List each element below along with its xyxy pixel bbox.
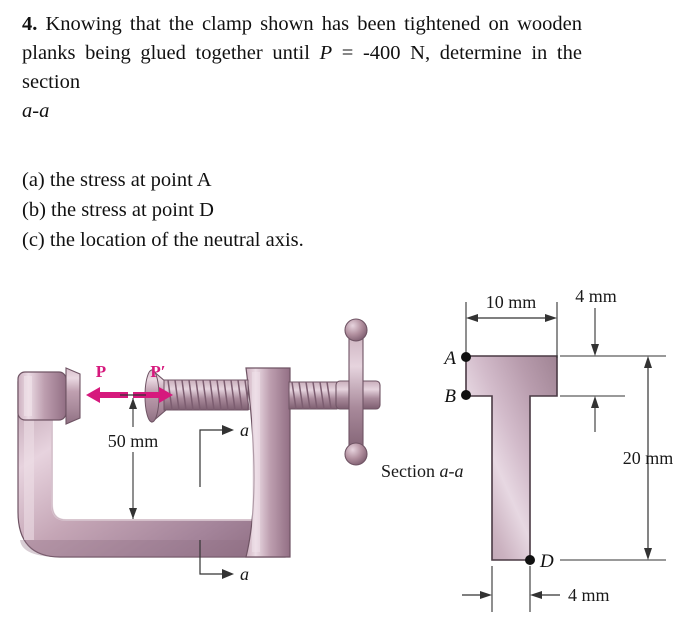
total-height-dimension: 20 mm xyxy=(560,356,674,561)
symbol-P: P xyxy=(319,42,333,65)
c-clamp-illustration: P P′ 50 mm a a xyxy=(17,318,381,584)
handle-ball-top xyxy=(344,318,368,342)
web-thickness-dimension: 4 mm xyxy=(462,566,610,612)
section-cut-bottom-label: a xyxy=(240,564,249,584)
flange-width-label: 10 mm xyxy=(486,292,537,312)
clamp-post-shine xyxy=(252,372,260,552)
subquestion-a: (a) the stress at point A xyxy=(22,165,542,195)
section-cut-top-leader xyxy=(199,429,222,487)
flange-thickness-dimension: 4 mm xyxy=(560,286,666,432)
subquestion-b: (b) the stress at point D xyxy=(22,195,542,225)
web-arrow-right xyxy=(530,591,542,599)
throat-arrowhead-down xyxy=(129,508,137,519)
point-markers: A B D xyxy=(442,348,554,572)
anvil-shine xyxy=(24,376,32,416)
clamp-bottom-shadow xyxy=(20,540,284,557)
force-label-P-prime: P′ xyxy=(150,362,165,381)
force-label-P: P xyxy=(96,362,106,381)
total-height-label: 20 mm xyxy=(623,448,674,468)
problem-number: 4. xyxy=(22,13,38,35)
subquestion-a-text: the stress at point A xyxy=(49,169,212,191)
clamp-fixed-anvil xyxy=(17,367,81,425)
section-cut-top-label: a xyxy=(240,420,249,440)
flange-thickness-arrow-up xyxy=(591,396,599,408)
subquestion-b-text: the stress at point D xyxy=(51,199,214,222)
clamp-screw-thread-right xyxy=(288,381,338,410)
clamp-inner-highlight xyxy=(51,382,285,521)
problem-statement-block: 4. Knowing that the clamp shown has been… xyxy=(22,10,582,126)
point-marker-B xyxy=(461,390,471,400)
subquestion-b-tag: (b) xyxy=(22,199,46,222)
flange-width-arrow-right xyxy=(545,314,557,322)
flange-thickness-label: 4 mm xyxy=(575,286,617,306)
subquestion-c-text: the location of the neutral axis. xyxy=(49,229,304,252)
handle-ball-bottom xyxy=(344,442,368,466)
clamp-screw-thread-left xyxy=(163,379,250,411)
section-cut-bottom-leader xyxy=(199,540,222,575)
web-arrow-left xyxy=(480,591,492,599)
figure-area: P P′ 50 mm a a xyxy=(0,272,694,625)
section-caption-text: Section xyxy=(381,461,440,481)
throat-dimension-label: 50 mm xyxy=(108,431,159,451)
subquestion-c-tag: (c) xyxy=(22,229,45,252)
force-arrows: P P′ xyxy=(86,362,173,403)
t-section-shape xyxy=(465,355,558,561)
section-cut-bottom-arrow xyxy=(222,569,234,579)
clamp-screw-post xyxy=(245,367,291,558)
point-marker-A xyxy=(461,352,471,362)
point-label-A: A xyxy=(442,348,456,369)
subquestion-a-tag: (a) xyxy=(22,169,45,191)
problem-statement-text-part1: Knowing that the clamp shown has been ti… xyxy=(22,13,582,65)
web-thickness-label: 4 mm xyxy=(568,585,610,605)
t-section-illustration: 10 mm 4 mm 20 mm xyxy=(381,286,673,612)
total-height-arrow-bottom xyxy=(644,548,652,560)
subquestion-c: (c) the location of the neutral axis. xyxy=(22,225,542,255)
section-caption: Section a-a xyxy=(381,461,464,481)
force-arrow-P-prime xyxy=(133,387,173,403)
problem-statement-paragraph: 4. Knowing that the clamp shown has been… xyxy=(22,10,582,126)
subquestion-list: (a) the stress at point A (b) the stress… xyxy=(22,165,542,255)
flange-thickness-arrow xyxy=(591,344,599,356)
point-marker-D xyxy=(525,555,535,565)
flange-width-arrow-left xyxy=(466,314,478,322)
thread-ridges-left xyxy=(167,379,250,411)
point-label-B: B xyxy=(444,386,456,407)
throat-dimension: 50 mm xyxy=(108,394,159,519)
problem-statement-text-part2: = -400 N, determine in the section xyxy=(22,42,582,94)
section-cut-markers xyxy=(199,429,222,575)
clamp-handle xyxy=(335,318,381,466)
clamp-left-shine xyxy=(24,390,34,540)
section-cut-top-arrow xyxy=(222,425,234,435)
handle-crossbar xyxy=(348,327,364,457)
total-height-arrow-top xyxy=(644,356,652,368)
point-label-D: D xyxy=(539,551,554,572)
anvil-pad xyxy=(65,367,81,425)
section-caption-italic: a-a xyxy=(440,461,464,481)
flange-width-dimension: 10 mm xyxy=(465,292,558,358)
throat-arrowhead-up xyxy=(129,398,137,409)
section-label-inline: a-a xyxy=(22,100,50,123)
force-arrow-P xyxy=(86,387,128,403)
thread-ridges-right xyxy=(291,381,332,410)
